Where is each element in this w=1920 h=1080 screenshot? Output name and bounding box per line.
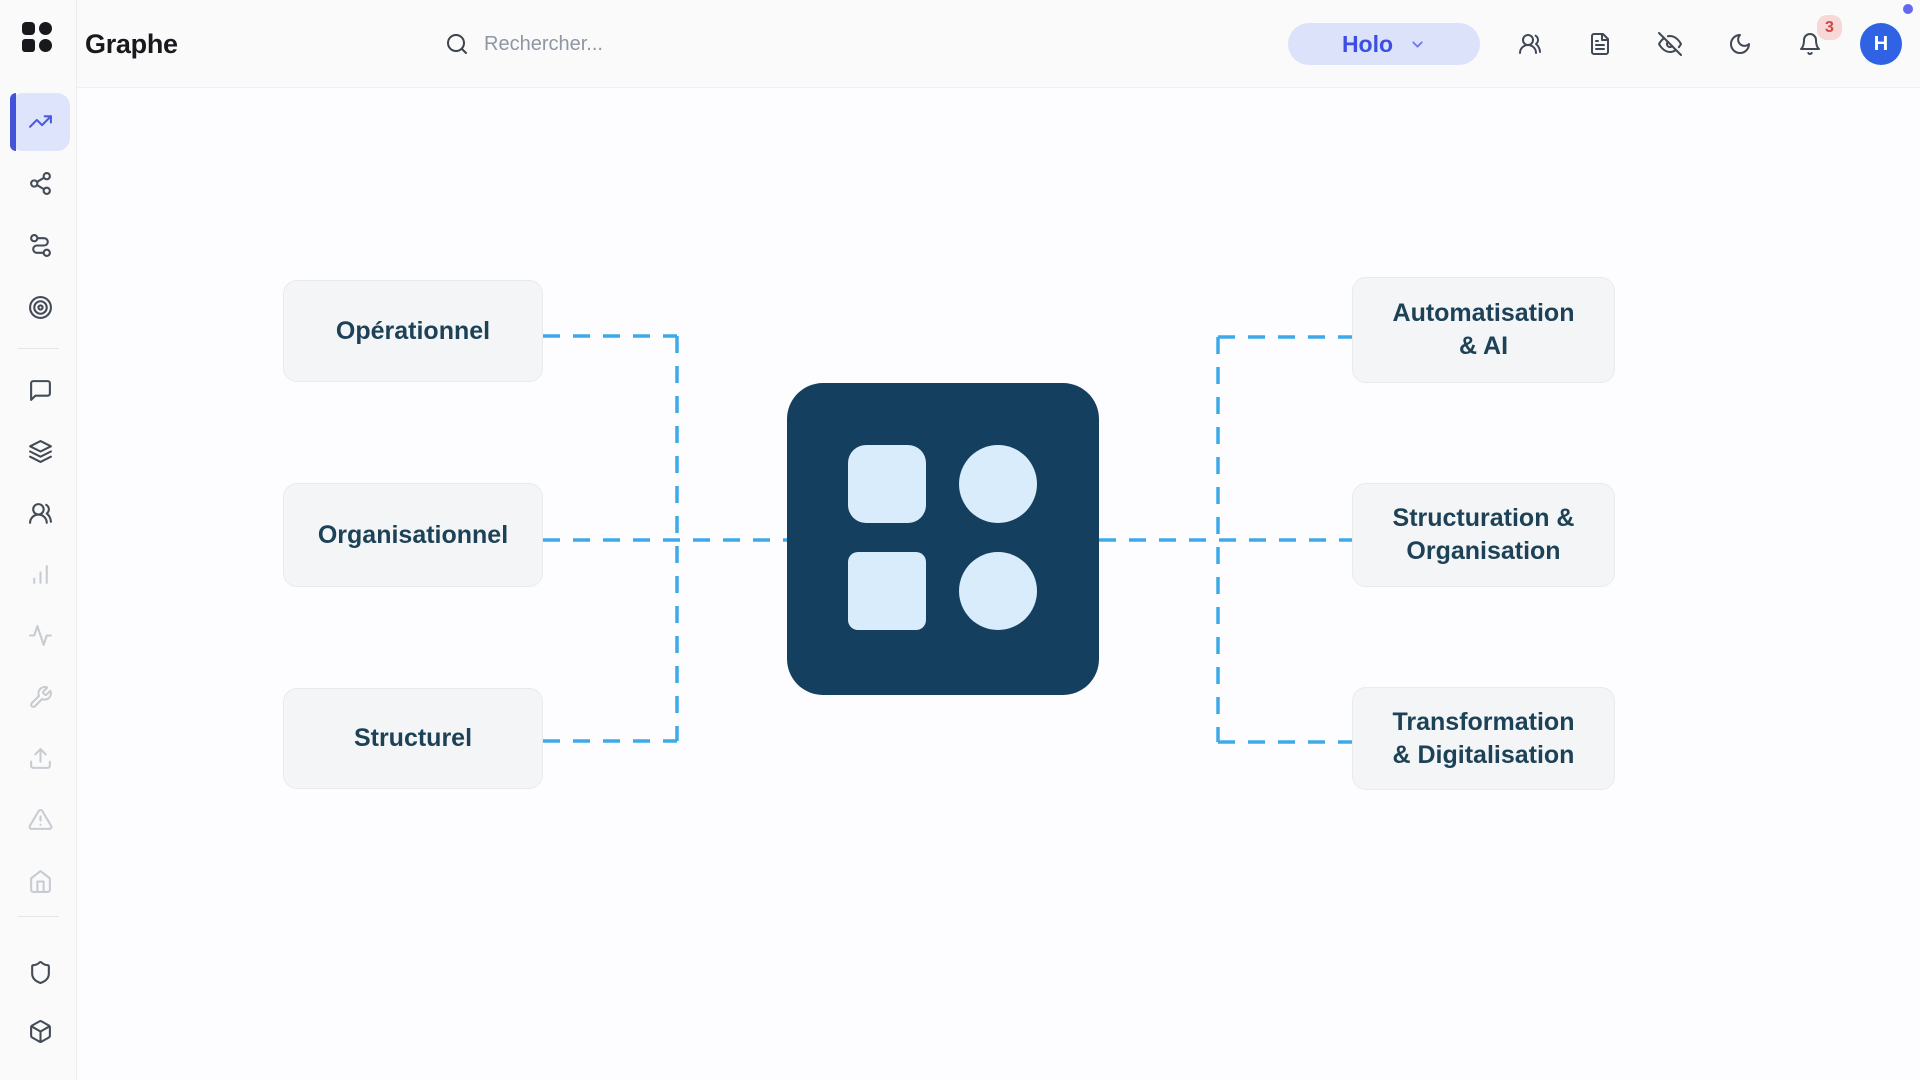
route-icon	[29, 233, 51, 257]
upload-icon	[29, 747, 51, 769]
sidebar-item-home[interactable]	[16, 857, 64, 905]
top-bar: Graphe Rechercher... Holo	[77, 0, 1920, 88]
graph-node-structurel[interactable]: Structurel	[283, 688, 543, 789]
workspace-label: Holo	[1341, 30, 1394, 57]
file-text-icon	[1591, 33, 1609, 55]
sidebar-item-target[interactable]	[16, 283, 64, 331]
sidebar-item-users[interactable]	[16, 489, 64, 537]
graph-node-transformation-digitalisation[interactable]: Transformation & Digitalisation	[1352, 687, 1615, 790]
header-actions: Holo 3 H	[1288, 0, 1902, 88]
sidebar-item-graph[interactable]	[16, 97, 64, 145]
sidebar	[0, 0, 77, 1080]
shield-icon	[30, 960, 50, 984]
target-icon	[28, 295, 52, 319]
sidebar-divider	[18, 348, 59, 349]
sidebar-item-alerts[interactable]	[16, 795, 64, 843]
dark-mode-button[interactable]	[1720, 24, 1760, 64]
graph-node-organisationnel[interactable]: Organisationnel	[283, 483, 543, 587]
users-icon	[1519, 34, 1541, 54]
document-button[interactable]	[1580, 24, 1620, 64]
center-node-circle	[959, 552, 1037, 630]
sidebar-divider	[18, 916, 59, 917]
activity-icon	[28, 624, 52, 646]
share-icon	[29, 171, 51, 195]
user-avatar[interactable]: H	[1860, 23, 1902, 65]
bar-chart-icon	[32, 564, 48, 584]
chevron-down-icon	[1412, 40, 1423, 48]
sidebar-item-messages[interactable]	[16, 366, 64, 414]
users-button[interactable]	[1510, 24, 1550, 64]
notification-count-badge: 3	[1817, 15, 1842, 40]
sidebar-item-security[interactable]	[16, 948, 64, 996]
layers-icon	[28, 439, 52, 463]
alert-triangle-icon	[28, 808, 52, 830]
search-input[interactable]: Rechercher...	[445, 0, 603, 88]
logo-circle	[39, 22, 52, 35]
sidebar-item-share[interactable]	[16, 159, 64, 207]
sidebar-item-route[interactable]	[16, 221, 64, 269]
graph-node-operationnel[interactable]: Opérationnel	[283, 280, 543, 382]
center-node-circle	[959, 445, 1037, 523]
hide-view-button[interactable]	[1650, 24, 1690, 64]
search-icon	[447, 34, 467, 54]
sidebar-item-layers[interactable]	[16, 427, 64, 475]
logo-square	[22, 22, 35, 35]
graph-canvas[interactable]: Opérationnel Organisationnel Structurel …	[77, 88, 1920, 1080]
app-logo-icon[interactable]	[22, 22, 52, 52]
center-node-rounded-square	[848, 445, 926, 523]
notifications-button[interactable]: 3	[1790, 15, 1842, 64]
status-dot	[1903, 4, 1913, 14]
sidebar-item-activity[interactable]	[16, 611, 64, 659]
wrench-icon	[29, 685, 52, 708]
users-icon	[28, 502, 52, 524]
graph-node-structuration-organisation[interactable]: Structuration & Organisation	[1352, 483, 1615, 587]
moon-icon	[1730, 34, 1750, 54]
workspace-selector-button[interactable]: Holo	[1288, 23, 1480, 65]
search-placeholder: Rechercher...	[484, 32, 603, 55]
home-icon	[29, 869, 51, 893]
logo-circle	[39, 39, 52, 52]
message-square-icon	[29, 379, 51, 401]
logo-square	[22, 39, 35, 52]
center-node-square	[848, 552, 926, 630]
eye-off-icon	[1658, 32, 1682, 56]
graph-node-automatisation-ai[interactable]: Automatisation & AI	[1352, 277, 1615, 383]
sidebar-item-tools[interactable]	[16, 673, 64, 721]
graph-center-node[interactable]	[787, 383, 1099, 695]
sidebar-item-packages[interactable]	[16, 1007, 64, 1055]
sidebar-item-bar-chart[interactable]	[16, 550, 64, 598]
page-title: Graphe	[85, 28, 178, 59]
trending-up-icon	[28, 114, 52, 128]
sidebar-item-upload[interactable]	[16, 734, 64, 782]
box-icon	[29, 1019, 51, 1043]
bell-icon	[1800, 33, 1820, 55]
graph-edges	[543, 334, 1352, 744]
